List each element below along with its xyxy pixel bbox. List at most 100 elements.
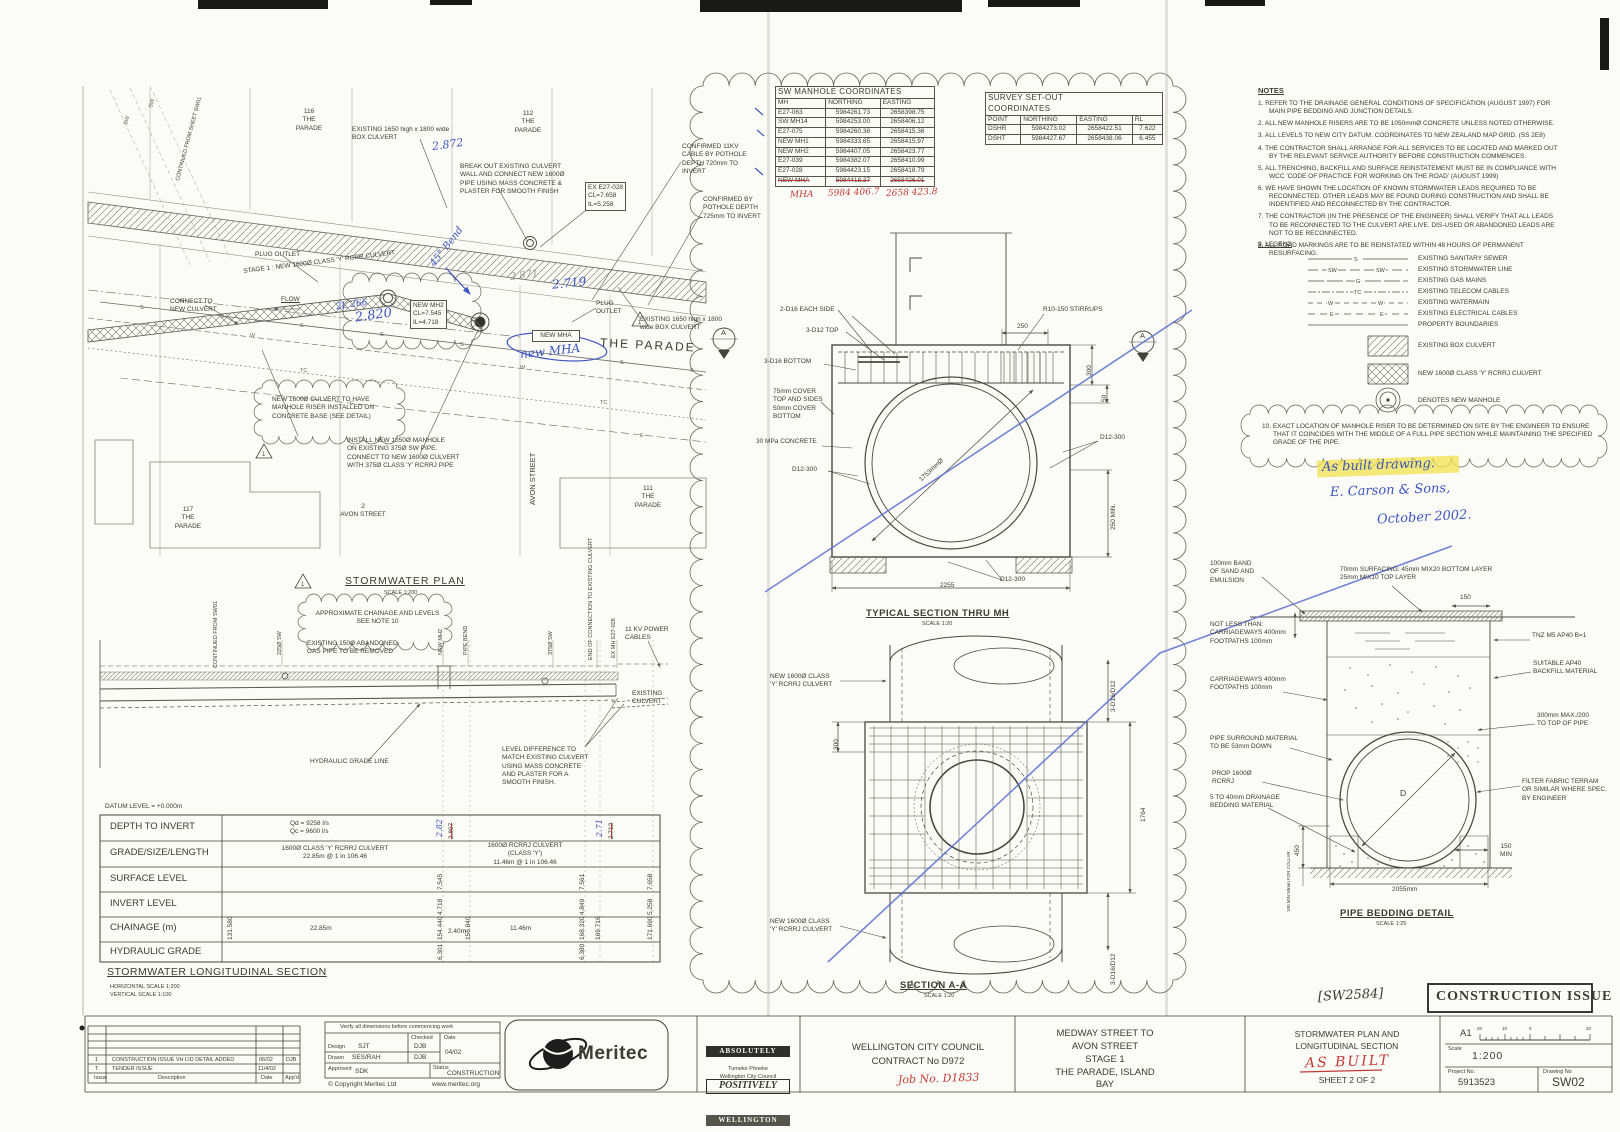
bed-dim-450: 450 bbox=[1294, 845, 1301, 856]
notes-list: 1. REFER TO THE DRAINAGE GENERAL CONDITI… bbox=[1258, 100, 1562, 258]
dim-2255: 2255 bbox=[940, 582, 955, 589]
typical-section-scale: SCALE 1:20 bbox=[922, 621, 953, 627]
legend-stormwater: EXISTING STORMWATER LINE bbox=[1418, 266, 1513, 273]
project-line-4: THE PARADE, ISLAND BAY bbox=[1055, 1067, 1155, 1091]
filter-fabric-note: FILTER FABRIC TERRAM OR SIMILAR WHERE SP… bbox=[1522, 778, 1607, 802]
confirmed-11kv-note: CONFIRMED 11KV CABLE BY POTHOLE DEPTH 72… bbox=[682, 143, 747, 175]
titleblock-lines bbox=[79, 983, 1613, 1093]
sheet-title-2: LONGITUDINAL SECTION bbox=[1295, 1041, 1399, 1051]
rev-col-description: Description bbox=[158, 1075, 186, 1081]
svg-text:S: S bbox=[380, 332, 384, 338]
surround-note: PIPE SURROUND MATERIAL TO BE 53mm DOWN bbox=[1210, 735, 1299, 751]
svg-text:S: S bbox=[620, 360, 624, 366]
section-aa-linework bbox=[832, 635, 1136, 975]
cover-note: 75mm COVER TOP AND SIDES 50mm COVER BOTT… bbox=[773, 388, 823, 420]
profile-225sw: 225Ø SW bbox=[277, 631, 283, 655]
hg-6301: 6.301 bbox=[437, 943, 444, 960]
svg-text:1: 1 bbox=[301, 582, 305, 588]
note-10: 10. EXACT LOCATION OF MANHOLE RISER TO B… bbox=[1262, 423, 1593, 447]
svg-text:S: S bbox=[300, 323, 304, 329]
construction-issue-stamp: CONSTRUCTION ISSUE bbox=[1436, 989, 1613, 1004]
svg-text:1: 1 bbox=[262, 452, 266, 458]
section-aa-scale: SCALE 1:20 bbox=[924, 993, 955, 999]
il-1: 4.718 bbox=[437, 898, 444, 915]
lot-117: 117 THE PARADE bbox=[174, 506, 202, 530]
sl-1: 7.545 bbox=[437, 873, 444, 890]
project-no-label: Project No. bbox=[1448, 1069, 1476, 1075]
sand-band-note: 100mm BAND OF SAND AND EMULSION bbox=[1210, 560, 1255, 584]
rev-col-date: Date bbox=[261, 1075, 273, 1081]
rev1-no: 1 bbox=[95, 1057, 99, 1063]
stirrups-label: R10-150 STIRRUPS bbox=[1043, 306, 1103, 313]
notes-title: NOTES bbox=[1258, 86, 1284, 95]
typical-section-linework bbox=[710, 232, 1157, 592]
concrete-note: 30 MPa CONCRETE bbox=[756, 438, 817, 445]
hw-depth-282: 2.82 bbox=[435, 819, 444, 837]
meritec-url: www.meritec.org bbox=[432, 1081, 481, 1088]
hw-sw2584: [SW2584] bbox=[1317, 986, 1384, 1005]
surfacing-note: 70mm SURFACING: 45mm MIX20 BOTTOM LAYER … bbox=[1340, 566, 1493, 582]
date-value: 04/02 bbox=[445, 1049, 462, 1056]
profile-ex-mh: EX MH E27-028 bbox=[611, 618, 617, 658]
row-chainage: CHAINAGE (m) bbox=[110, 922, 177, 933]
meritec-logo-text: Meritec bbox=[578, 1043, 649, 1064]
svg-text:TC: TC bbox=[600, 400, 607, 406]
dim-300: 300 bbox=[1086, 365, 1093, 376]
row-grade-size-length: GRADE/SIZE/LENGTH bbox=[110, 847, 209, 858]
note-item: 2. ALL NEW MANHOLE RISERS ARE TO BE 1050… bbox=[1258, 120, 1555, 128]
culvert-label-top: NEW 1600Ø CLASS 'Y' RCRRJ CULVERT bbox=[770, 673, 833, 689]
project-line-3: STAGE 1 bbox=[1085, 1054, 1125, 1065]
scalebar-20b: 20 bbox=[1586, 1026, 1592, 1031]
design-label: Design bbox=[328, 1044, 346, 1050]
scale-label: Scale bbox=[1448, 1046, 1462, 1052]
ch-171690: 171.690 bbox=[647, 916, 654, 941]
new-mh2-label: NEW MH2 CL=7.545 IL=4.718 bbox=[410, 300, 447, 329]
ch-1146m: 11.46m bbox=[510, 925, 532, 932]
row-invert-level: INVERT LEVEL bbox=[110, 898, 177, 909]
ch-156840: 156.840 bbox=[465, 916, 472, 941]
plug-outlet-label-2: PLUG OUTLET bbox=[596, 300, 622, 316]
svg-text:G: G bbox=[1356, 279, 1360, 285]
design-checked: DJB bbox=[414, 1043, 427, 1050]
rev1-date: 06/02 bbox=[259, 1057, 273, 1063]
scan-artifact bbox=[430, 0, 472, 5]
lot-2-avon: 2 AVON STREET bbox=[340, 503, 386, 519]
level-difference-note: LEVEL DIFFERENCE TO MATCH EXISTING CULVE… bbox=[502, 746, 589, 787]
existing-box-culvert-label-2: EXISTING 1650 high x 1800 wide BOX CULVE… bbox=[640, 316, 723, 332]
note-item: 6. WE HAVE SHOWN THE LOCATION OF KNOWN S… bbox=[1258, 185, 1549, 209]
scan-artifact bbox=[198, 0, 328, 9]
note-item: 8. ALL ROAD MARKINGS ARE TO BE REINSTATE… bbox=[1258, 241, 1524, 257]
aa-rebar-top: 3-D16/D12 bbox=[1110, 680, 1117, 712]
stamp-absolutely: ABSOLUTELY bbox=[706, 1046, 790, 1058]
install-manhole-note: INSTALL NEW 1050Ø MANHOLE ON EXISTING 37… bbox=[347, 437, 460, 469]
profile-pipe-bend: PIPE BEND bbox=[463, 625, 469, 655]
sheet-title-1: STORMWATER PLAN AND bbox=[1294, 1029, 1400, 1039]
hg-6380: 6.380 bbox=[579, 943, 586, 960]
legend-box-culvert: EXISTING BOX CULVERT bbox=[1418, 342, 1496, 349]
hw-depth-271: 2.71 bbox=[595, 819, 604, 837]
culvert-label-bottom: NEW 1600Ø CLASS 'Y' RCRRJ CULVERT bbox=[770, 918, 833, 934]
svg-text:S: S bbox=[140, 305, 144, 311]
drawing-no-value: SW02 bbox=[1552, 1075, 1585, 1089]
profile-linework bbox=[99, 593, 669, 962]
bed-dim-2055: 2055mm bbox=[1392, 886, 1418, 893]
dim-250: 250 bbox=[1017, 323, 1028, 330]
confirmed-pothole-note: CONFIRMED BY POTHOLE DEPTH 725mm TO INVE… bbox=[703, 196, 761, 220]
scalebar-10: 10 bbox=[1502, 1026, 1508, 1031]
drawn-label: Drawn bbox=[328, 1055, 344, 1061]
flow-label: FLOW bbox=[281, 296, 300, 303]
drawing-no-label: Drawing No bbox=[1543, 1069, 1572, 1075]
project-line-1: MEDWAY STREET TO bbox=[1056, 1028, 1154, 1039]
profile-existing-culvert: EXISTING CULVERT bbox=[632, 690, 663, 706]
grade-run-2: 1600Ø RCRRJ CULVERT (CLASS 'Y') 11.46m @… bbox=[487, 842, 563, 866]
svg-text:TC: TC bbox=[1354, 290, 1361, 296]
section-aa-title: SECTION A-A bbox=[900, 980, 967, 991]
svg-text:W: W bbox=[1378, 301, 1384, 307]
